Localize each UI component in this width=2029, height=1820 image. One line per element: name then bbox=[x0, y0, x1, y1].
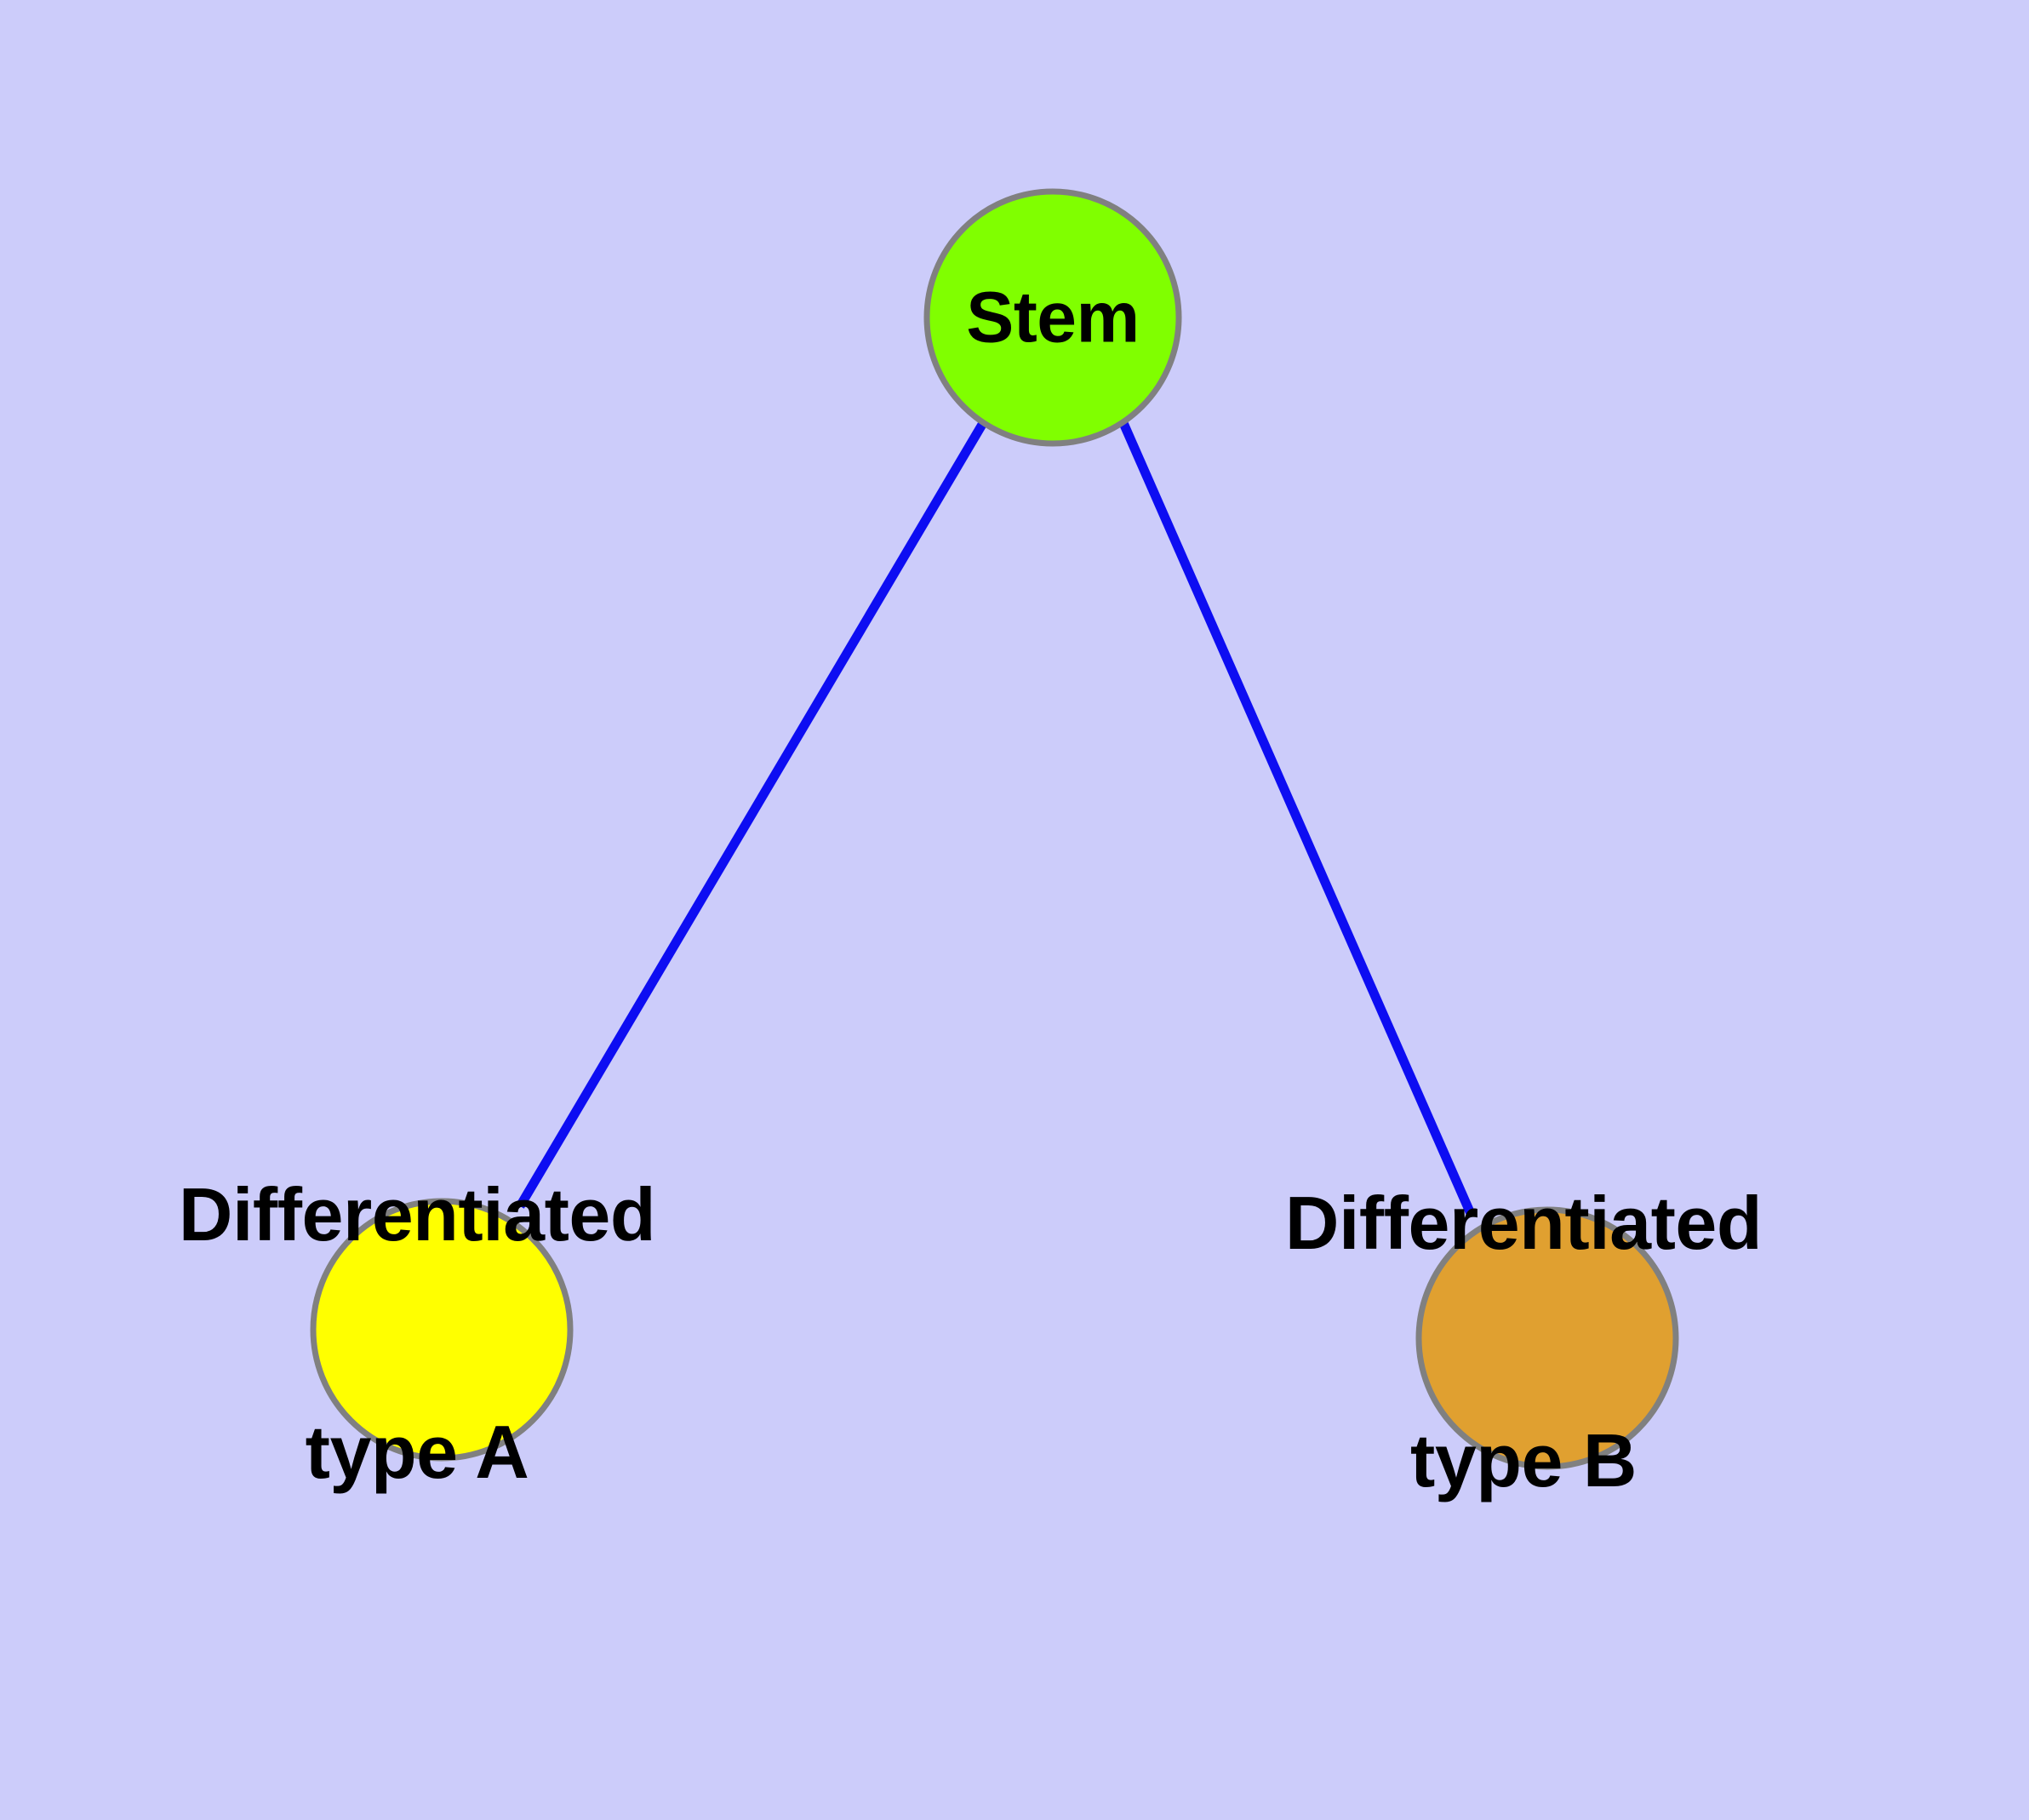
edge-stem-to-differentiated-b bbox=[1118, 421, 1477, 1218]
edge-layer bbox=[516, 421, 1477, 1218]
edge-stem-to-differentiated-a bbox=[516, 421, 987, 1209]
node-layer bbox=[310, 188, 1679, 1470]
node-differentiated-type-a[interactable] bbox=[310, 1198, 574, 1462]
node-differentiated-type-b[interactable] bbox=[1415, 1206, 1679, 1470]
node-stem[interactable] bbox=[923, 188, 1182, 447]
